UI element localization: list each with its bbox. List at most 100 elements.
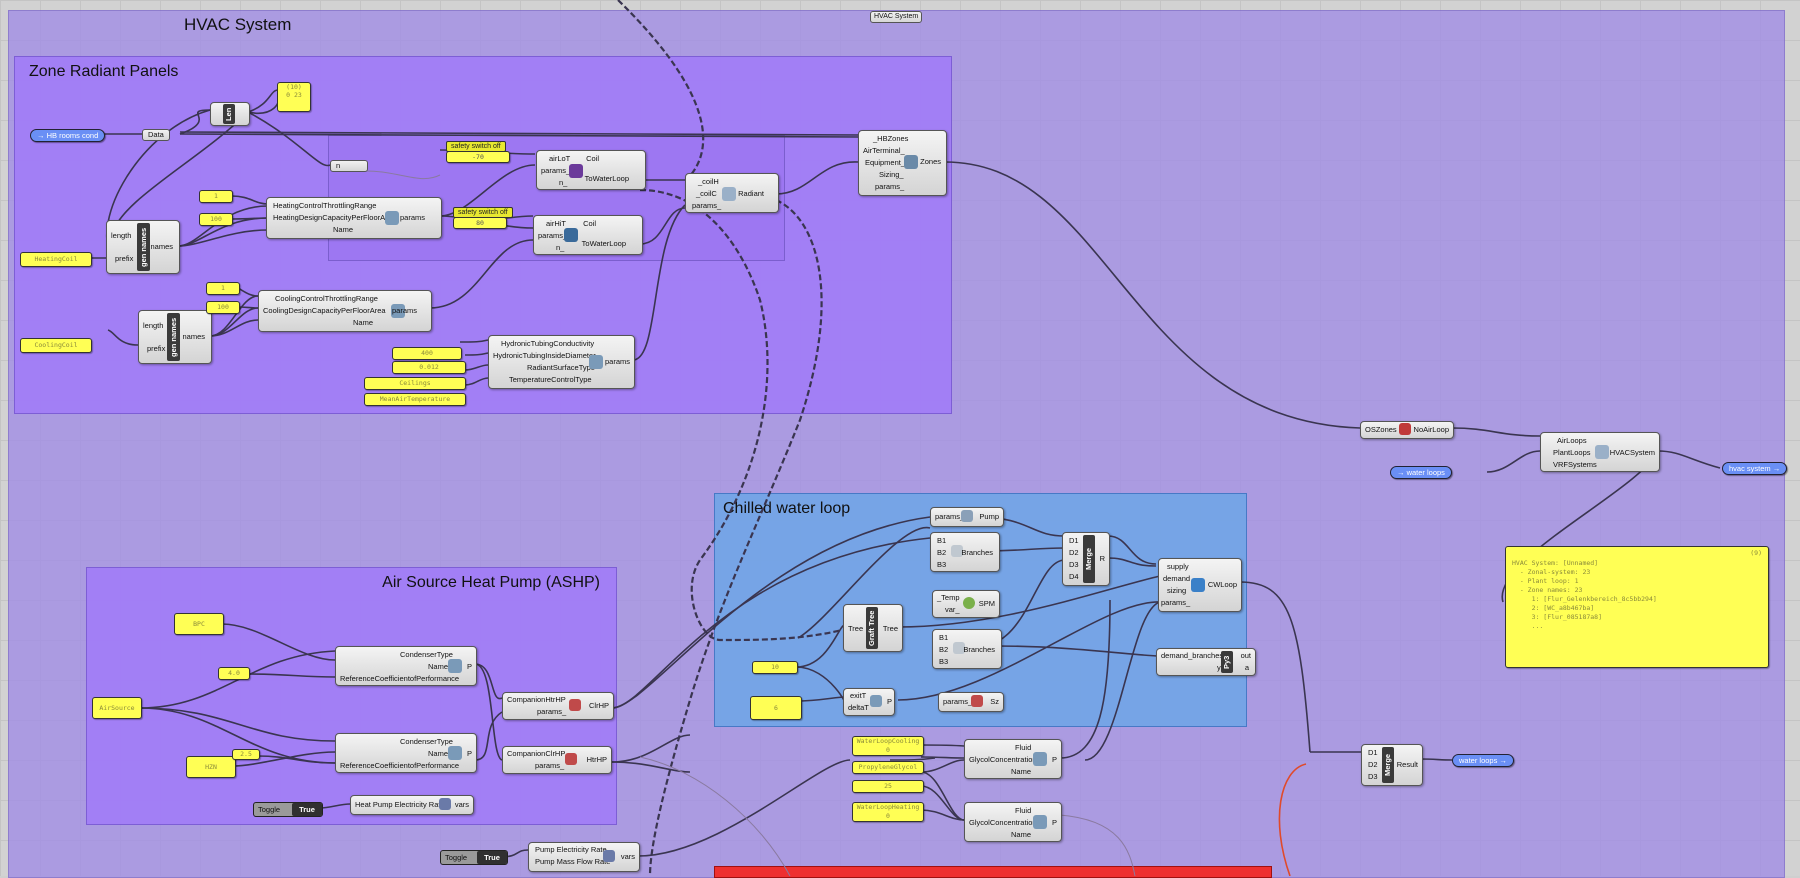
branches-component-2[interactable]: B1 B2 B3 Branches — [932, 629, 1002, 669]
input-companion-htrhp[interactable]: CompanionHtrHP — [507, 695, 566, 704]
input-name[interactable]: Name — [428, 662, 449, 671]
input-prefix[interactable]: prefix — [147, 344, 166, 353]
output-tree[interactable]: Tree — [882, 624, 898, 633]
cwloop-component[interactable]: supply demand sizing params_ CWLoop — [1158, 558, 1242, 612]
heat-pump-rate-component[interactable]: Heat Pump Electricity Rate vars — [350, 795, 474, 815]
hvac-system-out-param[interactable]: hvac system → — [1722, 462, 1788, 475]
output-zones[interactable]: Zones — [920, 157, 941, 166]
input-companion-clrhp[interactable]: CompanionClrHP — [507, 749, 566, 758]
output-towaterloop[interactable]: ToWaterLoop — [581, 239, 626, 248]
toggle-pump-rates[interactable]: Toggle True — [440, 850, 508, 865]
input-throttling[interactable]: CoolingControlThrottlingRange — [275, 294, 378, 303]
input-oszones[interactable]: OSZones — [1365, 425, 1397, 434]
input-d4[interactable]: D4 — [1069, 572, 1079, 581]
input-capacity[interactable]: CoolingDesignCapacityPerFloorArea — [263, 306, 386, 315]
input-params[interactable]: params_ — [537, 707, 567, 716]
input-coilh[interactable]: _coilH — [698, 177, 719, 186]
input-d1[interactable]: D1 — [1368, 748, 1378, 757]
panel-cooling-cap[interactable]: 100 — [206, 301, 240, 314]
input-throttling[interactable]: HeatingControlThrottlingRange — [273, 201, 377, 210]
output-branches[interactable]: Branches — [963, 645, 995, 654]
input-airterminal[interactable]: AirTerminal_ — [863, 146, 905, 155]
input-heat-pump-rate[interactable]: Heat Pump Electricity Rate — [355, 800, 445, 809]
spm-component[interactable]: _Temp var_ SPM — [932, 590, 1000, 618]
input-params[interactable]: params_ — [692, 201, 722, 210]
input-prefix[interactable]: prefix — [115, 254, 134, 263]
input-fluid[interactable]: Fluid — [1015, 806, 1032, 815]
toggle-value[interactable]: True — [292, 803, 322, 816]
input-coilc[interactable]: _coilC — [696, 189, 717, 198]
output-noairloop[interactable]: NoAirLoop — [1413, 425, 1449, 434]
output-cwloop[interactable]: CWLoop — [1207, 580, 1237, 589]
len-component[interactable]: Len — [210, 102, 250, 126]
panel-heating-ctrl[interactable]: 1 — [199, 190, 233, 203]
cooling-params-component[interactable]: CoolingControlThrottlingRange CoolingDes… — [258, 290, 432, 332]
graft-tree-component[interactable]: Tree Graft Tree Tree — [843, 604, 903, 652]
panel-delta-t[interactable]: 6 — [750, 696, 802, 720]
n-node[interactable]: n — [330, 160, 368, 172]
hvac-system-tag[interactable]: HVAC System — [870, 11, 923, 23]
input-params[interactable]: params_ — [943, 697, 973, 706]
input-params[interactable]: params_ — [935, 512, 965, 521]
hvacsystem-component[interactable]: AirLoops PlantLoops VRFSystems HVACSyste… — [1540, 432, 1660, 472]
heating-params-component[interactable]: HeatingControlThrottlingRange HeatingDes… — [266, 197, 442, 239]
input-y[interactable]: y — [1217, 663, 1221, 672]
input-condenser-type[interactable]: CondenserType — [400, 650, 453, 659]
input-b1[interactable]: B1 — [939, 633, 949, 642]
input-length[interactable]: length — [111, 231, 132, 240]
panel-safety-2[interactable]: 80 — [453, 217, 507, 229]
panel-air-source[interactable]: AirSource — [92, 697, 142, 719]
input-params[interactable]: params_ — [535, 761, 565, 770]
output-p[interactable]: P — [886, 697, 892, 706]
input-surface-type[interactable]: RadiantSurfaceType — [527, 363, 595, 372]
input-d1[interactable]: D1 — [1069, 536, 1079, 545]
input-b2[interactable]: B2 — [937, 548, 947, 557]
input-hbzones[interactable]: _HBZones — [873, 134, 909, 143]
output-names[interactable]: names — [150, 242, 173, 251]
pump-component[interactable]: params_ Pump — [930, 507, 1004, 527]
condenser-params-2[interactable]: CondenserType Name ReferenceCoefficiento… — [335, 733, 477, 773]
panel-surface-type[interactable]: Ceilings — [364, 377, 466, 390]
input-ref-coeff[interactable]: ReferenceCoefficientofPerformance — [340, 674, 460, 683]
output-names[interactable]: names — [182, 332, 205, 341]
input-d3[interactable]: D3 — [1069, 560, 1079, 569]
input-vrfsystems[interactable]: VRFSystems — [1553, 460, 1597, 469]
py3-component[interactable]: demand_branches y Py3 out a — [1156, 648, 1256, 676]
input-deltat[interactable]: deltaT — [848, 703, 869, 712]
hvac-summary-panel[interactable]: (9) HVAC System: [Unnamed] - Zonal-syste… — [1505, 546, 1769, 668]
panel-temp-control[interactable]: MeanAirTemperature — [364, 393, 466, 406]
output-pump[interactable]: Pump — [979, 512, 999, 521]
zones-component[interactable]: _HBZones AirTerminal_ Equipment_ Sizing_… — [858, 130, 947, 196]
output-spm[interactable]: SPM — [978, 599, 995, 608]
clrhp-component[interactable]: CompanionHtrHP params_ ClrHP — [502, 692, 614, 720]
input-n[interactable]: n_ — [556, 243, 565, 252]
output-vars[interactable]: vars — [454, 800, 469, 809]
output-vars[interactable]: vars — [620, 852, 635, 861]
output-sz[interactable]: Sz — [990, 697, 999, 706]
gen-names-component-2[interactable]: length prefix gen names names — [138, 310, 212, 364]
hydronic-params-component[interactable]: HydronicTubingConductivity HydronicTubin… — [488, 335, 635, 389]
panel-fluid-heating[interactable]: WaterLoopHeating 0 — [852, 802, 924, 822]
input-ref-coeff[interactable]: ReferenceCoefficientofPerformance — [340, 761, 460, 770]
input-params[interactable]: params_ — [875, 182, 905, 191]
sizing-component[interactable]: params_ Sz — [938, 692, 1004, 712]
input-name[interactable]: Name — [1011, 830, 1032, 839]
input-tree[interactable]: Tree — [848, 624, 864, 633]
input-params[interactable]: params_ — [1161, 598, 1191, 607]
input-capacity[interactable]: HeatingDesignCapacityPerFloorArea — [273, 213, 396, 222]
panel-chw-temp[interactable]: 10 — [752, 661, 798, 674]
input-d2[interactable]: D2 — [1069, 548, 1079, 557]
input-pump-flow[interactable]: Pump Mass Flow Rate — [535, 857, 611, 866]
branches-component-1[interactable]: B1 B2 B3 Branches — [930, 532, 1000, 572]
input-params[interactable]: params_ — [538, 231, 568, 240]
fluid-params-heating[interactable]: Fluid GlycolConcentration Name P — [964, 802, 1062, 842]
group-ashp[interactable]: Air Source Heat Pump (ASHP) — [86, 567, 617, 825]
data-node[interactable]: Data — [142, 129, 170, 141]
output-hvacsystem[interactable]: HVACSystem — [1609, 448, 1655, 457]
output-out[interactable]: out — [1240, 651, 1251, 660]
input-b2[interactable]: B2 — [939, 645, 949, 654]
input-n[interactable]: n_ — [559, 178, 568, 187]
input-b3[interactable]: B3 — [939, 657, 949, 666]
input-supply[interactable]: supply — [1167, 562, 1189, 571]
